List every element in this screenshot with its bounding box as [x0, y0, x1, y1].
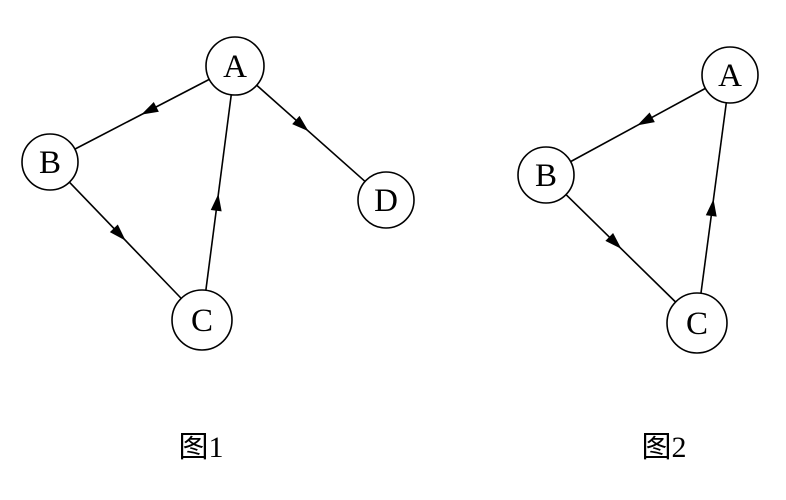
- node-label-A: A: [223, 49, 247, 85]
- node-label-C: C: [191, 303, 213, 339]
- node-B: [517, 146, 575, 204]
- node-label-A: A: [718, 58, 742, 94]
- figure-1-caption: 图1: [178, 431, 224, 464]
- arrowhead-A-to-D: [292, 115, 309, 132]
- node-label-D: D: [374, 183, 398, 219]
- figure-2: A B C: [517, 46, 759, 354]
- arrowhead-B-to-C: [605, 233, 622, 249]
- edge-A-to-D: [256, 84, 366, 183]
- figure-1: A B C D: [21, 36, 415, 351]
- edge-C-to-A: [700, 102, 728, 294]
- node-B: [21, 133, 79, 191]
- node-label-C: C: [686, 306, 708, 342]
- edge-C-to-A: [205, 94, 233, 291]
- arrowhead-A-to-B: [637, 112, 655, 126]
- node-label-B: B: [39, 145, 61, 181]
- arrowhead-A-to-B: [141, 101, 159, 115]
- node-A: [701, 46, 759, 104]
- node-A: [205, 36, 265, 96]
- figure-2-caption: 图2: [641, 431, 687, 464]
- node-C: [171, 289, 233, 351]
- arrowhead-C-to-A: [210, 193, 222, 212]
- node-C: [666, 292, 728, 354]
- arrowhead-B-to-C: [109, 224, 126, 241]
- node-label-B: B: [535, 158, 557, 194]
- node-D: [357, 171, 415, 229]
- arrowhead-C-to-A: [705, 199, 717, 217]
